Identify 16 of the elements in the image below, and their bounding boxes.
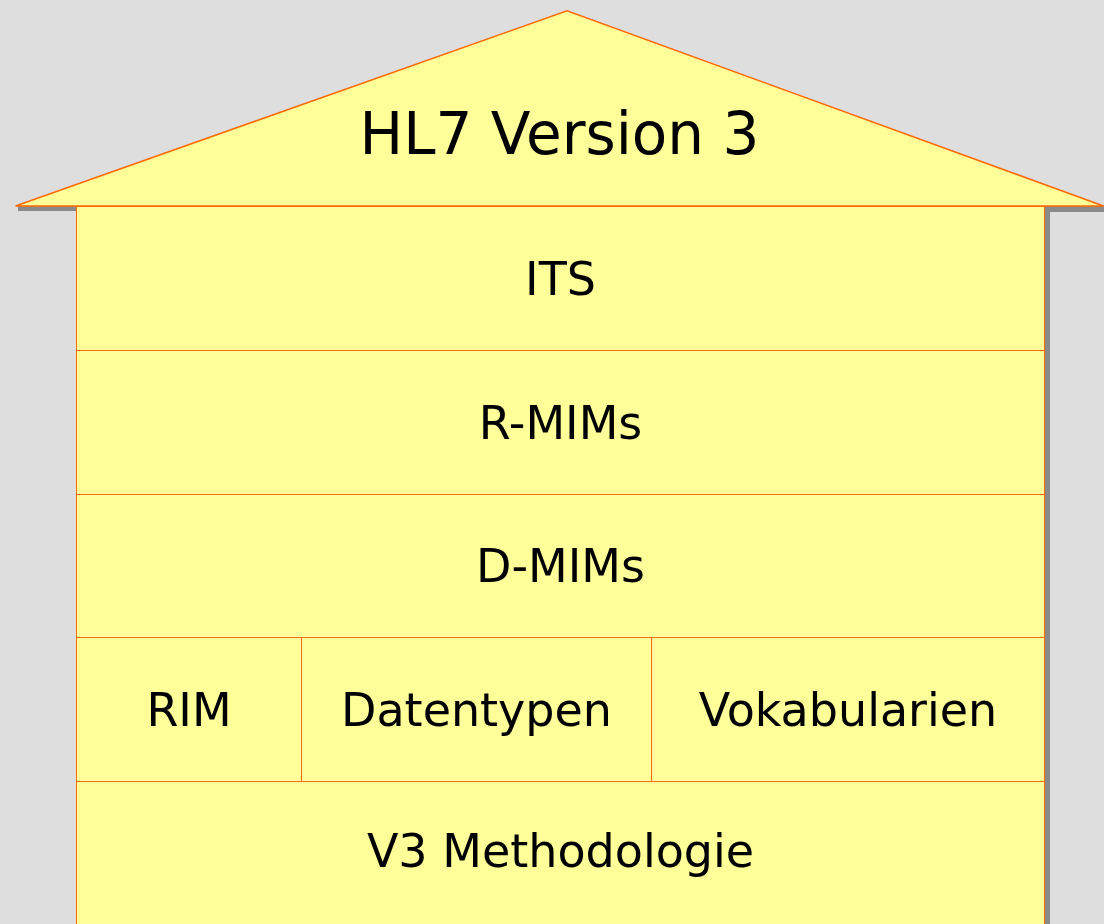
title-text: HL7 Version 3 (359, 99, 760, 168)
layer-label: V3 Methodologie (366, 824, 755, 878)
layer-label: R-MIMs (478, 395, 643, 450)
layer-box (651, 637, 1045, 782)
layer-label: RIM (146, 682, 232, 737)
layer-label: Datentypen (341, 682, 612, 737)
layer-label: ITS (525, 251, 596, 306)
layer-box (301, 637, 652, 782)
layer-label: Vokabularien (698, 682, 998, 737)
layer-box (76, 637, 302, 782)
layer-box (76, 494, 1045, 638)
layer-box (76, 350, 1045, 495)
layer-label: D-MIMs (476, 539, 645, 593)
layer-box (76, 206, 1045, 351)
layer-box (76, 781, 1045, 924)
roof-triangle (15, 10, 1104, 207)
